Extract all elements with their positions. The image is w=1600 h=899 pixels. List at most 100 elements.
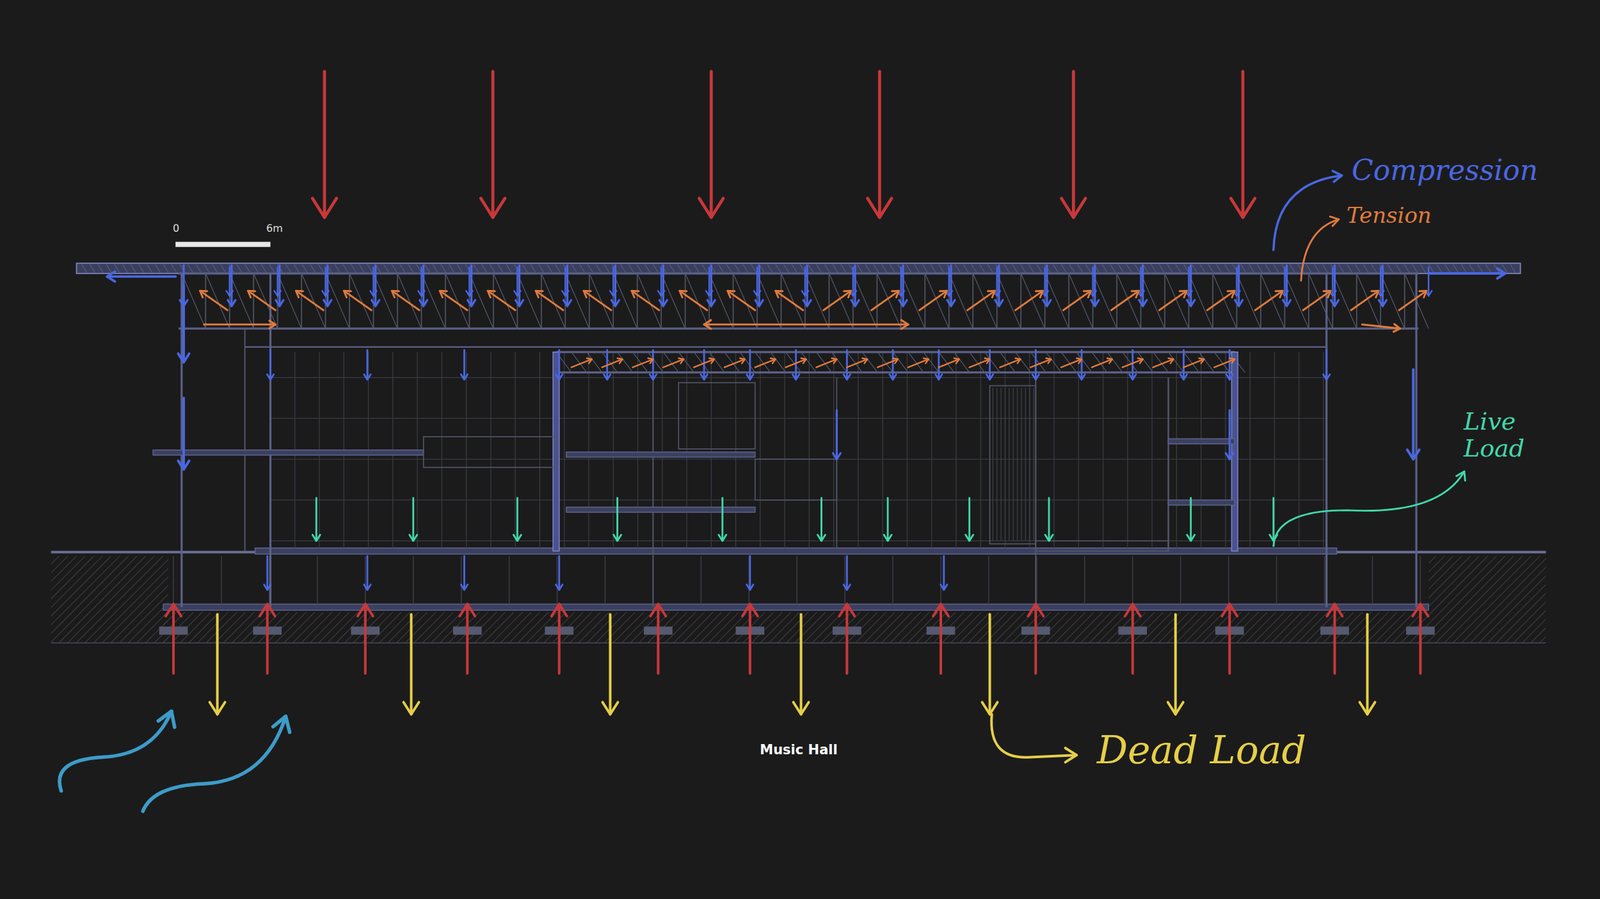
- roof-deck: [1363, 264, 1369, 273]
- arrow-head: [679, 290, 687, 297]
- basement-grid: [844, 556, 846, 605]
- arrow-head: [1131, 290, 1139, 297]
- stage-screen: [990, 385, 1037, 544]
- truss-member: [1164, 273, 1166, 329]
- arrow-head: [1065, 747, 1078, 762]
- tension-arrow: [1303, 290, 1331, 310]
- roof-deck: [1012, 264, 1018, 273]
- truss-member: [1404, 273, 1406, 329]
- truss-member: [493, 273, 518, 329]
- stage-screen: [1008, 387, 1010, 541]
- roof-deck: [343, 264, 349, 273]
- compression-arrow: [835, 410, 838, 459]
- roof-deck: [359, 264, 365, 273]
- dead-load-leader: [991, 714, 1077, 758]
- interior-grid: [1078, 352, 1080, 548]
- arrow-head: [515, 300, 524, 306]
- truss-member: [828, 273, 853, 329]
- truss-member: [229, 273, 254, 329]
- compression-arrow: [1283, 267, 1286, 297]
- arrow-head: [1107, 357, 1113, 363]
- compression-arrow: [558, 556, 560, 591]
- arrow-head: [106, 271, 115, 281]
- arrow-head: [707, 300, 715, 306]
- compression-arrow: [660, 267, 662, 297]
- stage-screen: [1016, 387, 1018, 541]
- interior-grid: [906, 352, 908, 548]
- arrow-head: [209, 702, 226, 715]
- compression-arrow: [756, 267, 758, 297]
- tension-arrow: [583, 290, 612, 310]
- arrow-head: [556, 584, 563, 590]
- roof-deck: [1224, 264, 1230, 273]
- compression-arrow: [806, 264, 809, 306]
- roof-deck: [938, 264, 944, 273]
- roof-deck: [195, 264, 201, 273]
- compression-arrow: [708, 267, 710, 297]
- arrow-head: [1326, 603, 1343, 616]
- compression-arrow: [710, 264, 713, 306]
- roof-load-arrow: [1072, 71, 1076, 218]
- roof-deck: [204, 264, 210, 273]
- arrow-head: [1323, 290, 1331, 297]
- roof-deck: [865, 264, 871, 273]
- roof-deck: [652, 264, 658, 273]
- live-load-arrow: [1189, 497, 1192, 541]
- hall-truss-member: [770, 352, 786, 373]
- stage-screen: [992, 387, 994, 541]
- arrow-head: [947, 300, 955, 306]
- arrow-head: [832, 357, 838, 363]
- truss-member: [1093, 273, 1117, 329]
- interior-grid: [980, 352, 982, 548]
- interior-grid: [613, 352, 614, 548]
- roof-deck: [636, 264, 642, 273]
- interior-grid: [490, 352, 491, 548]
- compression-arrow: [846, 350, 848, 380]
- tension-arrow: [487, 290, 516, 310]
- arrow-head: [648, 357, 654, 363]
- arrow-head: [939, 290, 947, 297]
- arrow-head: [982, 702, 998, 715]
- truss-member: [997, 273, 1021, 329]
- arrow-head: [678, 357, 684, 363]
- arrow-head: [460, 374, 468, 380]
- truss-member: [733, 273, 758, 329]
- arrow-head: [1332, 170, 1342, 182]
- column: [836, 377, 838, 548]
- compression-arrow: [1411, 369, 1415, 459]
- roof-deck: [1404, 264, 1410, 273]
- arrow-head: [1045, 534, 1053, 541]
- arrow-head: [965, 534, 974, 541]
- truss-member: [1260, 273, 1262, 329]
- caption: Music Hall: [759, 742, 838, 758]
- interior-grid: [515, 352, 516, 548]
- compression-arrow: [748, 350, 751, 380]
- roof-deck: [367, 264, 373, 273]
- truss-member: [277, 273, 302, 329]
- arrow-head: [839, 603, 855, 616]
- interior-grid: [784, 352, 785, 548]
- truss-chord: [178, 272, 1419, 275]
- compression-arrow: [1381, 264, 1384, 306]
- arrow-head: [843, 374, 850, 380]
- compression-arrow: [804, 267, 806, 297]
- truss-member: [828, 273, 831, 329]
- arrow-head: [1137, 357, 1144, 363]
- hall-truss-member: [1045, 352, 1062, 373]
- arrow-head: [1407, 449, 1420, 459]
- interior-grid: [1004, 352, 1006, 548]
- hall-truss-member: [954, 352, 970, 373]
- compression-arrow: [662, 264, 665, 306]
- roof-deck: [1036, 264, 1042, 273]
- floor-slab: [152, 449, 424, 456]
- arrow-head: [513, 534, 521, 541]
- truss-member: [684, 273, 687, 329]
- truss-member: [1236, 273, 1261, 329]
- interior-grid: [808, 352, 810, 548]
- interior-grid: [1151, 352, 1152, 548]
- compression-arrow: [1182, 350, 1185, 380]
- arrow-head: [698, 198, 724, 218]
- roof-deck: [579, 264, 585, 273]
- roof-deck: [481, 264, 488, 273]
- truss-member: [901, 273, 925, 329]
